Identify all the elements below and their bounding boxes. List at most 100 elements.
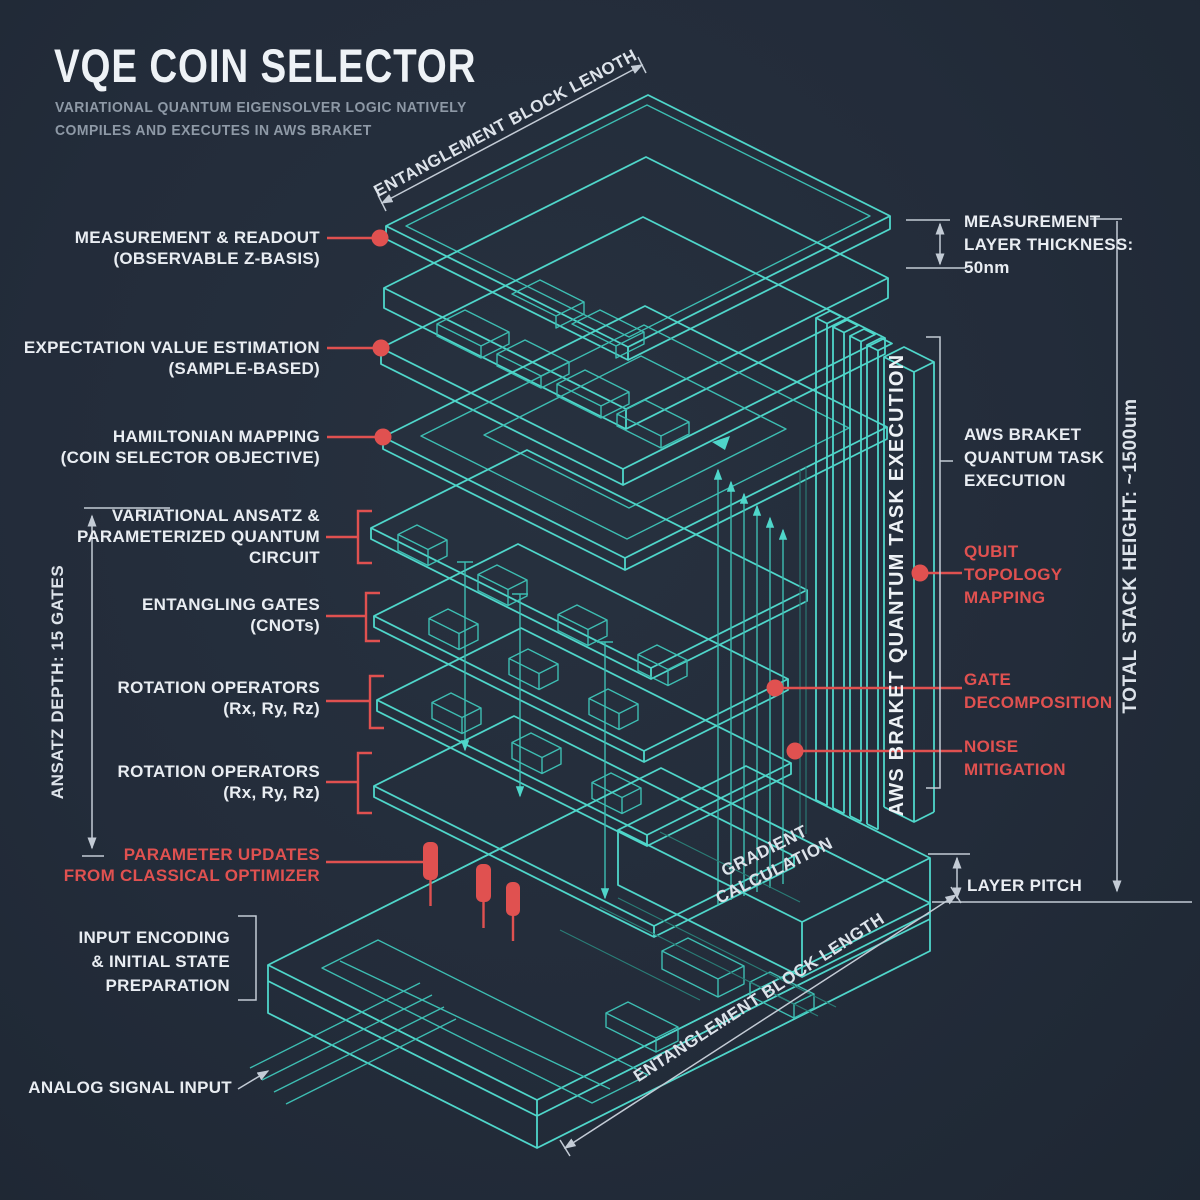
analog-input-arrow	[237, 1070, 270, 1090]
bracket-rotation-1	[326, 674, 384, 730]
fin-slab	[849, 328, 876, 823]
label-aws-task-2: QUANTUM TASK	[964, 448, 1105, 467]
label-parameter-updates-2: FROM CLASSICAL OPTIMIZER	[64, 866, 320, 885]
page-subtitle-line-2: COMPILES AND EXECUTES IN AWS BRAKET	[55, 121, 372, 139]
label-ansatz: VARIATIONAL ANSATZ &	[112, 506, 320, 525]
label-expectation-value-2: (SAMPLE-BASED)	[168, 359, 320, 378]
label-entangling-2: (CNOTs)	[250, 616, 320, 635]
aws-execution-slabs	[799, 310, 935, 838]
dim-ansatz-ticks	[82, 507, 170, 857]
dot-noise-mitigation	[786, 742, 804, 760]
label-aws-task: AWS BRAKET	[964, 425, 1082, 444]
fin-slab	[832, 319, 859, 815]
label-meas-thickness: MEASUREMENT	[964, 212, 1101, 231]
label-input-encoding-3: PREPARATION	[105, 976, 230, 995]
label-entanglement-bottom: ENTANGLEMENT BLOCK LENGTH	[630, 909, 888, 1086]
gradient-slab-detail	[659, 831, 801, 903]
ansatz-plate-top	[370, 449, 808, 669]
label-entangling: ENTANGLING GATES	[142, 595, 320, 614]
label-qubit-topology-2: TOPOLOGY	[964, 565, 1063, 584]
label-qubit-topology-3: MAPPING	[964, 588, 1045, 607]
dim-entanglement-bottom-line	[563, 894, 958, 1149]
label-analog-signal: ANALOG SIGNAL INPUT	[28, 1078, 232, 1097]
label-texts: MEASUREMENT & READOUT (OBSERVABLE Z-BASI…	[24, 45, 1141, 1097]
dim-entanglement-top-ticks	[377, 56, 647, 212]
label-meas-thickness-3: 50nm	[964, 258, 1010, 277]
label-parameter-updates: PARAMETER UPDATES	[124, 845, 320, 864]
bracket-ansatz	[326, 509, 372, 565]
base-encoding-bar	[321, 939, 649, 1104]
loop-arrowhead-icon	[712, 436, 730, 450]
dim-entanglement-top-line	[380, 64, 644, 204]
label-measurement-readout: MEASUREMENT & READOUT	[75, 228, 321, 247]
ansatz-plate-sides	[370, 528, 808, 680]
rotation-gate-cubes	[431, 692, 642, 815]
label-hamiltonian-2: (COIN SELECTOR OBJECTIVE)	[61, 448, 320, 467]
rotation-plate-1-sides	[376, 700, 792, 847]
label-input-encoding: INPUT ENCODING	[78, 928, 230, 947]
label-total-stack-height: TOTAL STACK HEIGHT: ~1500um	[1120, 398, 1141, 713]
optimizer-pin	[506, 882, 520, 916]
label-rotation-1: ROTATION OPERATORS	[118, 678, 320, 697]
label-gate-decomposition-2: DECOMPOSITION	[964, 693, 1112, 712]
dot-gate-decomposition	[766, 679, 784, 697]
label-hamiltonian: HAMILTONIAN MAPPING	[113, 427, 320, 446]
ansatz-gate-cubes	[397, 524, 688, 687]
dot-expectation	[372, 339, 390, 357]
dimension-lines	[82, 56, 1192, 1157]
hamiltonian-loop-outer	[420, 324, 850, 540]
label-meas-thickness-2: LAYER THICKNESS:	[964, 235, 1133, 254]
label-noise-mitigation: NOISE	[964, 737, 1018, 756]
label-ansatz-depth: ANSATZ DEPTH: 15 GATES	[48, 565, 67, 800]
label-rotation-2b: (Rx, Ry, Rz)	[223, 783, 320, 802]
readout-sheet-sides	[383, 278, 889, 430]
expectation-plate	[380, 216, 886, 486]
label-aws-task-3: EXECUTION	[964, 471, 1066, 490]
bracket-aws-task	[926, 336, 953, 789]
interlayer-stems	[457, 561, 613, 900]
label-expectation-value: EXPECTATION VALUE ESTIMATION	[24, 338, 320, 357]
bracket-input-encoding	[238, 915, 257, 1001]
label-rotation-2: ROTATION OPERATORS	[118, 762, 320, 781]
isometric-stack	[249, 94, 935, 1149]
red-annotations	[326, 229, 962, 941]
hamiltonian-plate	[382, 305, 888, 571]
dot-qubit-topology	[911, 564, 929, 582]
label-ansatz-2: PARAMETERIZED QUANTUM	[77, 527, 320, 546]
optimizer-pins	[423, 842, 520, 941]
expectation-pads	[436, 279, 690, 449]
label-rotation-1b: (Rx, Ry, Rz)	[223, 699, 320, 718]
wide-execution-slab	[883, 346, 935, 823]
entangling-plate-sides	[373, 616, 789, 763]
label-input-encoding-2: & INITIAL STATE	[91, 952, 230, 971]
readout-sheet-top	[383, 156, 889, 410]
label-ansatz-3: CIRCUIT	[249, 548, 320, 567]
page-subtitle-line-1: VARIATIONAL QUANTUM EIGENSOLVER LOGIC NA…	[55, 99, 467, 116]
page-subtitle: VARIATIONAL QUANTUM EIGENSOLVER LOGIC NA…	[55, 97, 467, 142]
label-measurement-readout-2: (OBSERVABLE Z-BASIS)	[113, 249, 320, 268]
analog-signal-traces	[249, 982, 457, 1105]
ansatz-plate	[370, 449, 808, 687]
label-layer-pitch: LAYER PITCH	[967, 876, 1082, 895]
optimizer-pin	[476, 864, 491, 902]
bracket-rotation-2	[326, 751, 372, 815]
dot-hamiltonian	[374, 428, 392, 446]
fin-detail-lines	[799, 466, 807, 838]
optimizer-pin	[423, 842, 438, 880]
bracket-entangling	[326, 591, 380, 643]
hamiltonian-plate-sides	[382, 427, 888, 571]
hamiltonian-loop-inner	[483, 355, 787, 509]
rotation-plate-1	[376, 627, 792, 847]
fin-slab	[866, 337, 893, 831]
label-aws-slab-vertical: AWS BRAKET QUANTUM TASK EXECUTION	[886, 354, 908, 817]
entangling-gate-cubes	[428, 608, 639, 731]
measurement-plate-sides	[385, 216, 891, 361]
label-qubit-topology: QUBIT	[964, 542, 1019, 561]
label-noise-mitigation-2: MITIGATION	[964, 760, 1066, 779]
dot-measurement	[371, 229, 389, 247]
dim-thickness-ticks	[906, 219, 966, 269]
dim-layer-pitch-ticks	[928, 853, 1192, 903]
entangling-plate	[373, 543, 789, 763]
